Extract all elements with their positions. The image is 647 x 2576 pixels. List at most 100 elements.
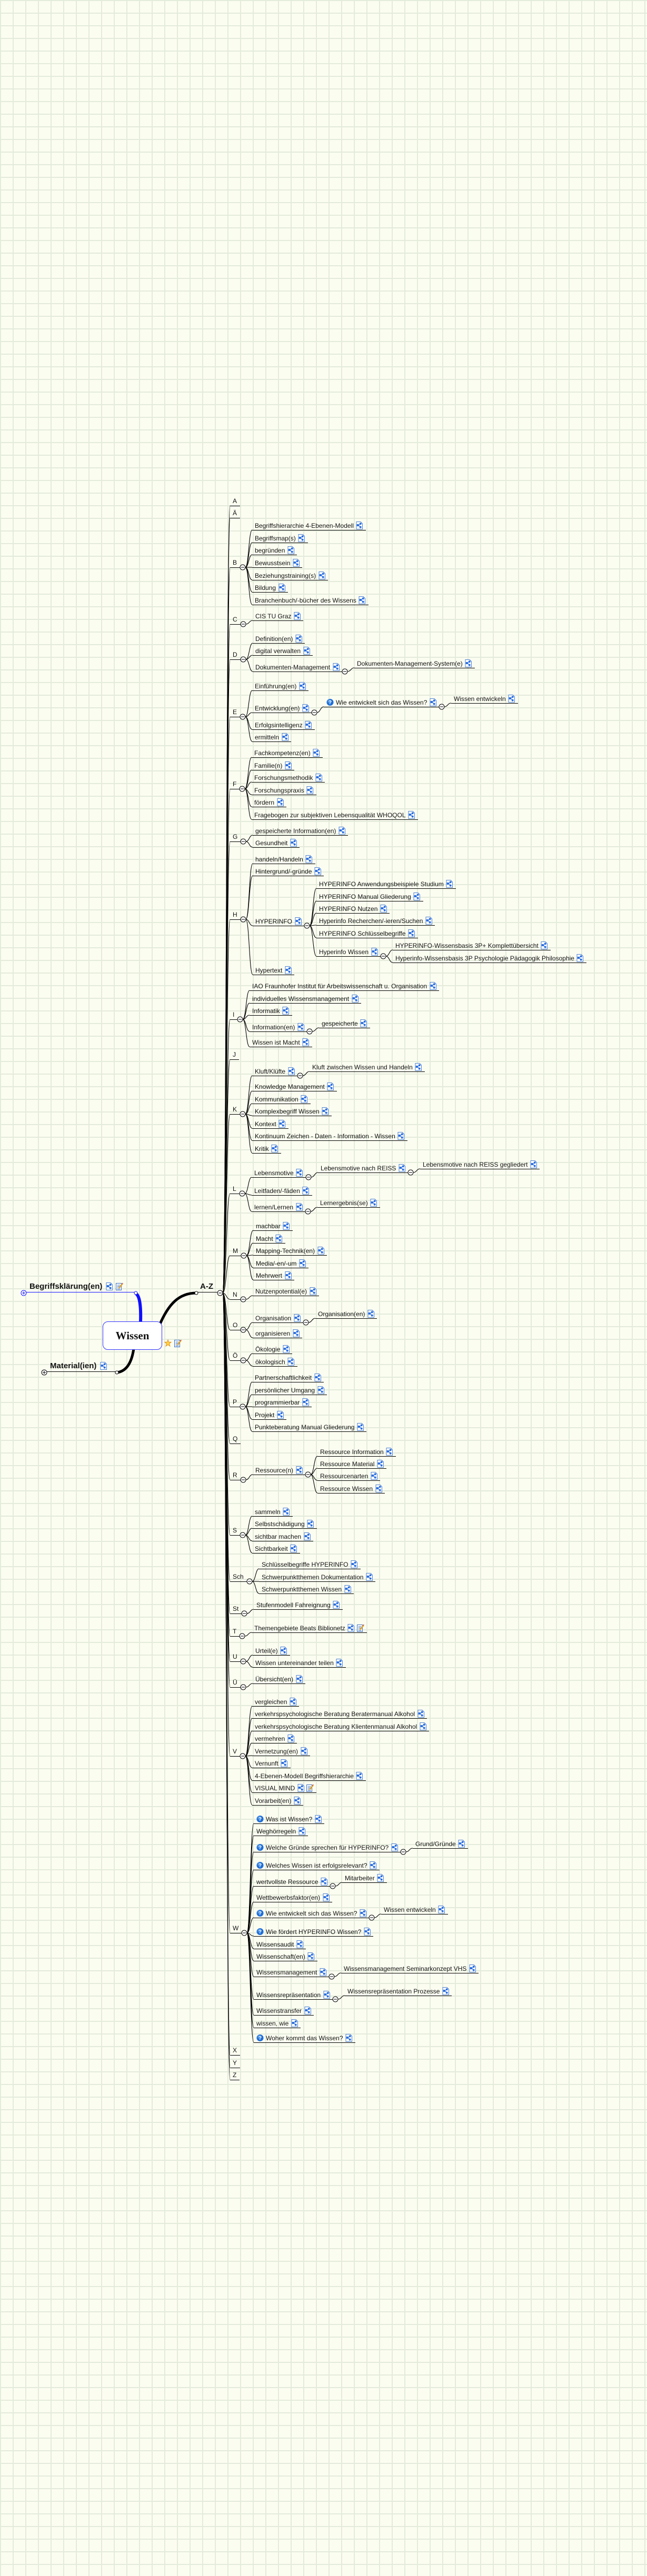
topic-node[interactable]: Organisation — [253, 1314, 304, 1323]
map-link-icon[interactable] — [295, 1466, 303, 1475]
map-link-icon[interactable] — [290, 839, 297, 847]
topic-node[interactable]: Ressource(n) — [253, 1466, 306, 1475]
collapse-toggle[interactable] — [240, 1404, 246, 1410]
topic-node[interactable]: Ressource Wissen — [317, 1484, 385, 1494]
letter-node-Y[interactable]: Y — [230, 2059, 241, 2068]
collapse-toggle[interactable] — [380, 953, 386, 959]
topic-node[interactable]: IAO Fraunhofer Institut für Arbeitswisse… — [250, 981, 440, 991]
topic-node[interactable]: Ressource Material — [317, 1459, 387, 1469]
branch-material[interactable]: Material(ien) — [44, 1360, 117, 1372]
map-link-icon[interactable] — [371, 948, 378, 956]
topic-node[interactable]: handeln/Handeln — [253, 855, 315, 864]
map-link-icon[interactable] — [386, 1448, 393, 1456]
map-link-icon[interactable] — [293, 612, 301, 620]
collapse-toggle[interactable] — [305, 1174, 312, 1180]
topic-node[interactable]: Schlüsselbegriffe HYPERINFO — [259, 1560, 361, 1569]
collapse-toggle[interactable] — [305, 1471, 311, 1478]
map-link-icon[interactable] — [281, 733, 288, 741]
topic-node[interactable]: Vernunft — [252, 1759, 291, 1768]
map-link-icon[interactable] — [344, 1585, 351, 1593]
letter-node-G[interactable]: G — [230, 833, 241, 842]
topic-node[interactable]: ?Wie entwickelt sich das Wissen? — [324, 698, 440, 707]
collapse-toggle[interactable] — [237, 1016, 243, 1023]
topic-node[interactable]: ?Was ist Wissen? — [254, 1815, 325, 1824]
map-link-icon[interactable] — [281, 1759, 288, 1768]
topic-node[interactable]: Ressourcenarten — [317, 1471, 381, 1481]
topic-node[interactable]: Gesundheit — [253, 838, 300, 848]
map-link-icon[interactable] — [278, 1120, 286, 1128]
topic-node[interactable]: Bewusstsein — [252, 558, 303, 568]
collapse-toggle[interactable] — [305, 1208, 311, 1215]
map-link-icon[interactable] — [446, 880, 453, 888]
topic-node[interactable]: Partnerschaftlichkeit — [252, 1373, 324, 1382]
letter-node-C[interactable]: C — [230, 615, 241, 625]
topic-node[interactable]: gespeicherte — [319, 1019, 370, 1028]
topic-node[interactable]: Begriffshierarchie 4-Ebenen-Modell — [252, 521, 366, 530]
map-link-icon[interactable] — [417, 1710, 424, 1718]
topic-node[interactable]: Wissensrepräsentation — [254, 1990, 333, 2000]
map-link-icon[interactable] — [287, 1358, 295, 1366]
letter-node-M[interactable]: M — [230, 1247, 241, 1256]
letter-node-Sch[interactable]: Sch — [230, 1572, 247, 1582]
letter-node-I[interactable]: I — [230, 1010, 238, 1020]
topic-node[interactable]: Bildung — [252, 583, 288, 593]
topic-node[interactable]: Lebensmotive — [252, 1168, 306, 1178]
letter-node-N[interactable]: N — [230, 1290, 241, 1300]
map-link-icon[interactable] — [287, 1067, 295, 1076]
map-link-icon[interactable] — [322, 1893, 330, 1902]
collapse-toggle[interactable] — [439, 704, 445, 710]
topic-node[interactable]: begründen — [252, 546, 297, 555]
collapse-toggle[interactable] — [400, 1849, 406, 1855]
letter-node-Z[interactable]: Z — [230, 2071, 240, 2080]
collapse-toggle[interactable] — [240, 916, 246, 923]
map-link-icon[interactable] — [292, 1329, 300, 1338]
map-link-icon[interactable] — [305, 721, 312, 729]
map-link-icon[interactable] — [319, 1968, 326, 1977]
topic-node[interactable]: Leitfaden/-fäden — [252, 1186, 312, 1196]
topic-node[interactable]: Fachkompetenz(en) — [252, 748, 323, 758]
topic-node[interactable]: Wissen ist Macht — [250, 1038, 312, 1047]
topic-node[interactable]: verkehrspsychologische Beratung Klienten… — [252, 1722, 430, 1731]
map-link-icon[interactable] — [356, 522, 363, 530]
topic-node[interactable]: Schwerpunktthemen Wissen — [259, 1585, 354, 1594]
topic-node[interactable]: Selbstschädigung — [252, 1519, 317, 1529]
map-link-icon[interactable] — [356, 1772, 363, 1780]
topic-node[interactable]: Hyperinfo Wissen — [316, 947, 381, 957]
topic-node[interactable]: persönlicher Umgang — [252, 1386, 327, 1395]
map-link-icon[interactable] — [356, 1423, 364, 1431]
map-link-icon[interactable] — [309, 1287, 316, 1296]
map-link-icon[interactable] — [298, 1259, 306, 1268]
topic-node[interactable]: HYPERINFO-Wissensbasis 3P+ Komplettübers… — [393, 941, 551, 950]
topic-node[interactable]: HYPERINFO — [253, 917, 305, 926]
topic-node[interactable]: Dokumenten-Management — [253, 663, 343, 672]
map-link-icon[interactable] — [318, 572, 325, 580]
topic-node[interactable]: digital verwalten — [253, 646, 313, 656]
topic-node[interactable]: Einführung(en) — [252, 681, 309, 691]
topic-node[interactable]: Projekt — [252, 1410, 287, 1420]
topic-node[interactable]: Wissensaudit — [254, 1940, 306, 1949]
map-link-icon[interactable] — [317, 1247, 324, 1255]
topic-node[interactable]: fördern — [252, 798, 287, 807]
map-link-icon[interactable] — [465, 659, 472, 668]
topic-node[interactable]: ermitteln — [252, 733, 292, 742]
map-link-icon[interactable] — [576, 954, 584, 963]
letter-node-Q[interactable]: Q — [230, 1435, 241, 1444]
collapse-toggle[interactable] — [303, 1319, 309, 1326]
letter-node-L[interactable]: L — [230, 1185, 240, 1194]
map-link-icon[interactable] — [347, 1624, 355, 1632]
map-link-icon[interactable] — [397, 1132, 405, 1140]
collapse-toggle[interactable] — [240, 1111, 246, 1117]
topic-node[interactable]: HYPERINFO Nutzen — [316, 904, 390, 914]
letter-node-K[interactable]: K — [230, 1105, 241, 1115]
topic-node[interactable]: Wissen untereinander teilen — [253, 1658, 346, 1668]
collapse-toggle[interactable] — [297, 1073, 303, 1079]
map-link-icon[interactable] — [541, 941, 548, 950]
map-link-icon[interactable] — [105, 1282, 113, 1291]
collapse-toggle[interactable] — [240, 1327, 246, 1333]
topic-node[interactable]: Organisation(en) — [315, 1309, 377, 1319]
map-link-icon[interactable] — [293, 1797, 301, 1805]
map-link-icon[interactable] — [408, 929, 415, 938]
collapse-toggle[interactable] — [311, 709, 317, 716]
map-link-icon[interactable] — [370, 1861, 377, 1870]
topic-node[interactable]: Entwicklung(en) — [252, 704, 312, 713]
